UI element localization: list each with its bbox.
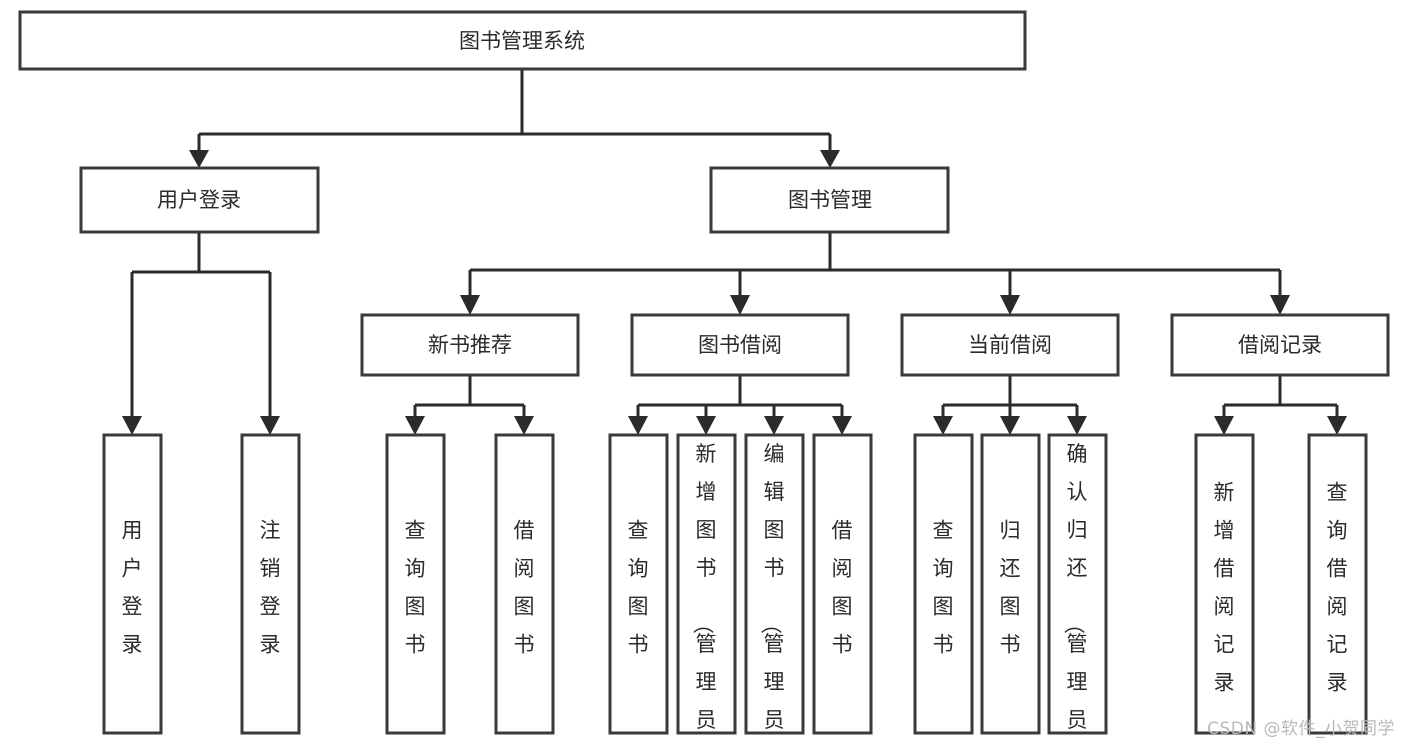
arrowhead-leaf-return-book [1000, 416, 1020, 435]
arrowhead-leaf-query-book-1 [405, 416, 425, 435]
arrowhead-leaf-add-book [696, 416, 716, 435]
arrowhead-book-borrow [730, 295, 750, 315]
arrowhead-leaf-query-record [1327, 416, 1347, 435]
node-leaf-edit-book-box[interactable] [744, 433, 805, 735]
node-root-label: 图书管理系统 [459, 29, 585, 53]
node-leaf-borrow-book-2-label: 借阅图书 [832, 519, 853, 657]
connector-borrow-record-bus [1222, 375, 1339, 418]
node-current-borrow-label: 当前借阅 [968, 333, 1052, 357]
connector-root-bus [197, 69, 830, 152]
node-leaf-query-record-label: 查询借阅记录 [1327, 481, 1348, 695]
node-root[interactable]: 图书管理系统 [18, 10, 1027, 71]
arrowhead-leaf-query-book-2 [628, 416, 648, 435]
node-leaf-add-book-label: 新增图书（管理员） [691, 442, 717, 747]
node-leaf-query-book-2-box[interactable] [608, 433, 669, 735]
arrowhead-leaf-logout-login [260, 416, 280, 435]
node-leaf-query-record[interactable]: 查询借阅记录 [1307, 433, 1368, 735]
arrowhead-leaf-borrow-book-2 [832, 416, 852, 435]
node-leaf-borrow-book-1[interactable]: 借阅图书 [494, 433, 555, 735]
node-leaf-user-login-box[interactable] [102, 433, 163, 735]
node-leaf-query-book-1-box[interactable] [385, 433, 446, 735]
node-book-borrow-label: 图书借阅 [698, 333, 782, 357]
node-leaf-return-book-label: 归还图书 [1000, 519, 1021, 657]
node-leaf-confirm-return-box[interactable] [1047, 433, 1108, 735]
node-leaf-borrow-book-2[interactable]: 借阅图书 [812, 433, 873, 735]
arrowhead-borrow-record [1270, 295, 1290, 315]
connector-layer [122, 69, 1347, 435]
node-current-borrow[interactable]: 当前借阅 [900, 313, 1120, 377]
node-leaf-query-book-2-label: 查询图书 [628, 519, 649, 657]
node-leaf-edit-book[interactable]: 编辑图书（管理员） [744, 433, 805, 747]
arrowhead-new-book-recommend [460, 295, 480, 315]
node-borrow-record-box[interactable] [1170, 313, 1390, 377]
node-new-book-recommend-box[interactable] [360, 313, 580, 377]
node-leaf-query-book-3-label: 查询图书 [933, 519, 954, 657]
node-user-login[interactable]: 用户登录 [79, 166, 320, 234]
node-leaf-user-login-label: 用户登录 [122, 519, 143, 657]
arrowhead-leaf-edit-book [764, 416, 784, 435]
node-new-book-recommend-label: 新书推荐 [428, 333, 512, 357]
connector-user-login-bus [130, 232, 272, 418]
arrowhead-leaf-query-book-3 [933, 416, 953, 435]
node-leaf-logout-login[interactable]: 注销登录 [240, 433, 301, 735]
node-user-login-label: 用户登录 [157, 188, 241, 212]
node-leaf-borrow-book-1-label: 借阅图书 [514, 519, 535, 657]
connector-current-borrow-bus [941, 375, 1079, 418]
arrowhead-leaf-borrow-book-1 [514, 416, 534, 435]
node-borrow-record[interactable]: 借阅记录 [1170, 313, 1390, 377]
arrowhead-leaf-user-login [122, 416, 142, 435]
node-leaf-query-book-3[interactable]: 查询图书 [913, 433, 974, 735]
node-leaf-borrow-book-1-box[interactable] [494, 433, 555, 735]
node-book-borrow[interactable]: 图书借阅 [630, 313, 850, 377]
node-borrow-record-label: 借阅记录 [1238, 333, 1322, 357]
arrowhead-leaf-confirm-return [1067, 416, 1087, 435]
node-book-manage-label: 图书管理 [788, 188, 872, 212]
node-leaf-borrow-book-2-box[interactable] [812, 433, 873, 735]
node-user-login-box[interactable] [79, 166, 320, 234]
node-leaf-user-login[interactable]: 用户登录 [102, 433, 163, 735]
node-leaf-query-book-1[interactable]: 查询图书 [385, 433, 446, 735]
connector-new-book-recommend-bus [413, 375, 526, 418]
node-leaf-add-record[interactable]: 新增借阅记录 [1194, 433, 1255, 735]
node-leaf-add-book[interactable]: 新增图书（管理员） [676, 433, 737, 747]
node-leaf-query-record-box[interactable] [1307, 433, 1368, 735]
arrowhead-user-login [189, 150, 209, 168]
node-leaf-logout-login-label: 注销登录 [260, 519, 281, 657]
node-current-borrow-box[interactable] [900, 313, 1120, 377]
node-leaf-add-record-label: 新增借阅记录 [1214, 481, 1235, 695]
node-new-book-recommend[interactable]: 新书推荐 [360, 313, 580, 377]
node-book-manage-box[interactable] [709, 166, 950, 234]
arrowhead-leaf-add-record [1214, 416, 1234, 435]
node-leaf-return-book-box[interactable] [980, 433, 1041, 735]
node-leaf-confirm-return-label: 确认归还（管理员） [1062, 442, 1088, 747]
node-book-borrow-box[interactable] [630, 313, 850, 377]
arrowhead-book-manage [820, 150, 840, 168]
node-leaf-edit-book-label: 编辑图书（管理员） [759, 442, 785, 747]
node-leaf-query-book-2[interactable]: 查询图书 [608, 433, 669, 735]
node-leaf-query-book-3-box[interactable] [913, 433, 974, 735]
node-leaf-confirm-return[interactable]: 确认归还（管理员） [1047, 433, 1108, 747]
arrowhead-current-borrow [1000, 295, 1020, 315]
connector-book-borrow-bus [636, 375, 844, 418]
node-leaf-logout-login-box[interactable] [240, 433, 301, 735]
node-leaf-query-book-1-label: 查询图书 [405, 519, 426, 657]
node-leaf-return-book[interactable]: 归还图书 [980, 433, 1041, 735]
csdn-watermark: CSDN @软件_小贺同学 [1207, 719, 1395, 739]
node-root-box[interactable] [18, 10, 1027, 71]
node-leaf-add-book-box[interactable] [676, 433, 737, 735]
node-book-manage[interactable]: 图书管理 [709, 166, 950, 234]
node-leaf-add-record-box[interactable] [1194, 433, 1255, 735]
connector-book-manage-bus [468, 232, 1282, 297]
